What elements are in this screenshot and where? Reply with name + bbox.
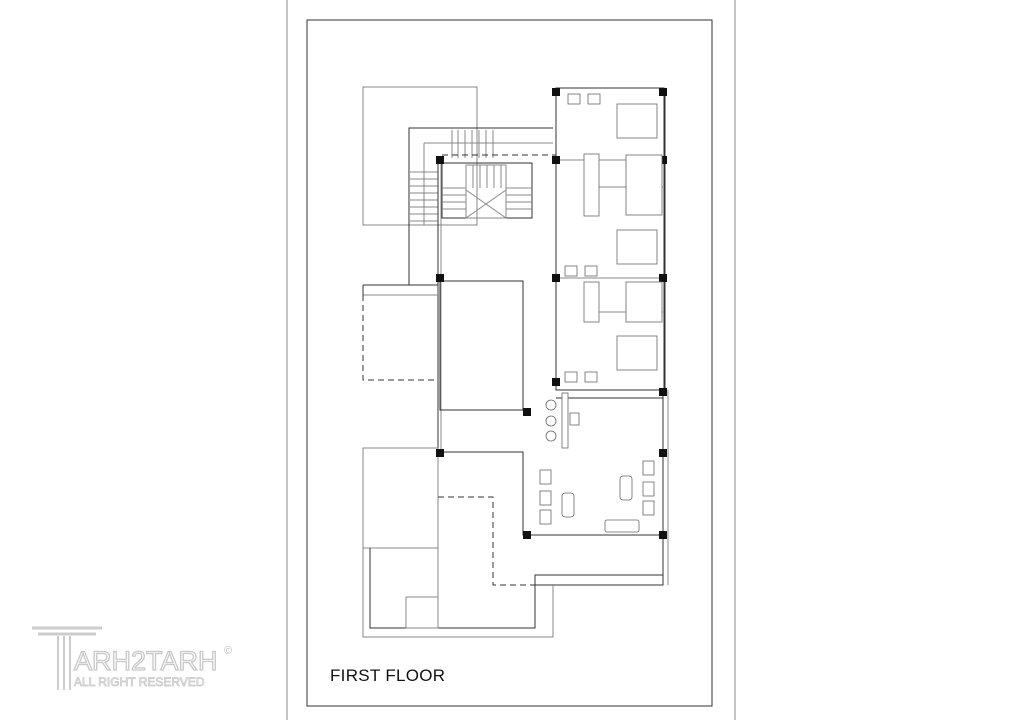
watermark-logo: ARH2TARH ALL RIGHT RESERVED © [32, 626, 232, 690]
furniture [539, 93, 663, 533]
watermark-brand: ARH2TARH [74, 646, 218, 676]
copyright-symbol: © [224, 645, 232, 657]
drawing-title: FIRST FLOOR [330, 666, 446, 685]
sheet-frame [286, 0, 736, 720]
columns [436, 88, 667, 539]
watermark-tagline: ALL RIGHT RESERVED [74, 675, 205, 689]
staircase [362, 86, 556, 285]
